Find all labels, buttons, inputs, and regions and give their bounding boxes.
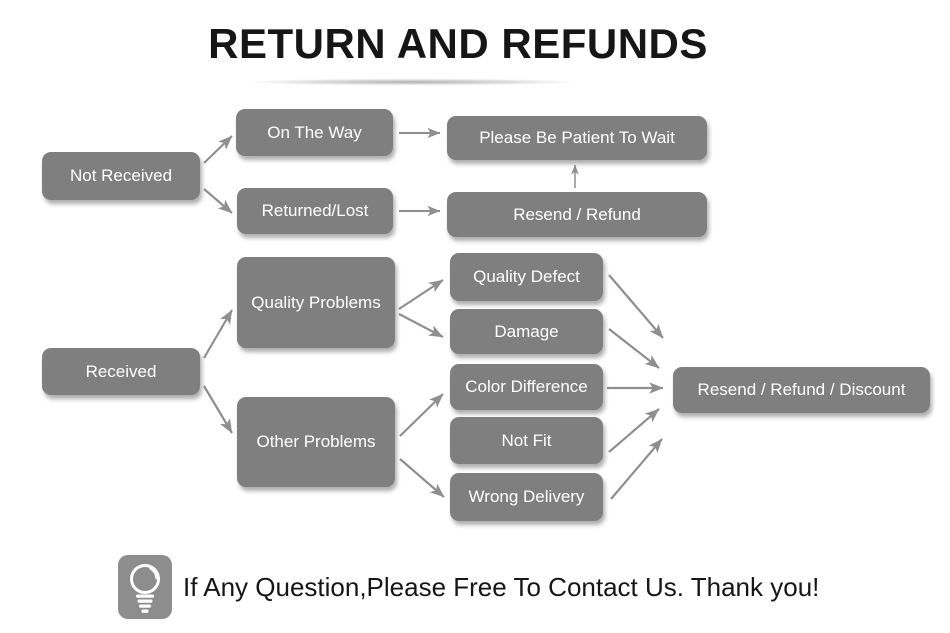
edge-quality-problems--quality-defect — [398, 279, 444, 310]
edge-not-received--returned-lost — [203, 188, 233, 214]
node-other-problems: Other Problems — [237, 397, 395, 487]
node-resend-refund-discount: Resend / Refund / Discount — [673, 367, 930, 413]
footer-note: If Any Question,Please Free To Contact U… — [118, 555, 819, 619]
node-received: Received — [42, 348, 200, 395]
node-quality-problems: Quality Problems — [237, 257, 395, 348]
page-title: RETURN AND REFUNDS — [208, 20, 708, 67]
node-quality-defect: Quality Defect — [450, 253, 603, 301]
node-not-fit: Not Fit — [450, 417, 603, 464]
edge-wrong-delivery--resend-refund-discount — [610, 438, 663, 500]
edge-other-problems--color-difference — [399, 393, 444, 437]
node-please-be-patient: Please Be Patient To Wait — [447, 116, 707, 160]
lightbulb-icon — [118, 555, 172, 619]
title-divider — [200, 78, 624, 86]
edge-received--quality-problems — [203, 309, 233, 359]
node-color-difference: Color Difference — [450, 364, 603, 410]
edge-not-fit--resend-refund-discount — [608, 408, 660, 453]
edge-damage--resend-refund-discount — [608, 328, 660, 369]
edge-quality-defect--resend-refund-discount — [608, 274, 664, 339]
node-wrong-delivery: Wrong Delivery — [450, 473, 603, 521]
edge-received--other-problems — [203, 385, 233, 434]
node-on-the-way: On The Way — [236, 109, 393, 156]
node-damage: Damage — [450, 309, 603, 354]
node-returned-lost: Returned/Lost — [237, 188, 393, 234]
node-not-received: Not Received — [42, 152, 200, 200]
edge-quality-problems--damage — [398, 313, 444, 338]
node-resend-refund: Resend / Refund — [447, 192, 707, 237]
edge-other-problems--wrong-delivery — [399, 458, 445, 498]
footer-text: If Any Question,Please Free To Contact U… — [183, 571, 820, 602]
edge-not-received--on-the-way — [203, 135, 233, 164]
